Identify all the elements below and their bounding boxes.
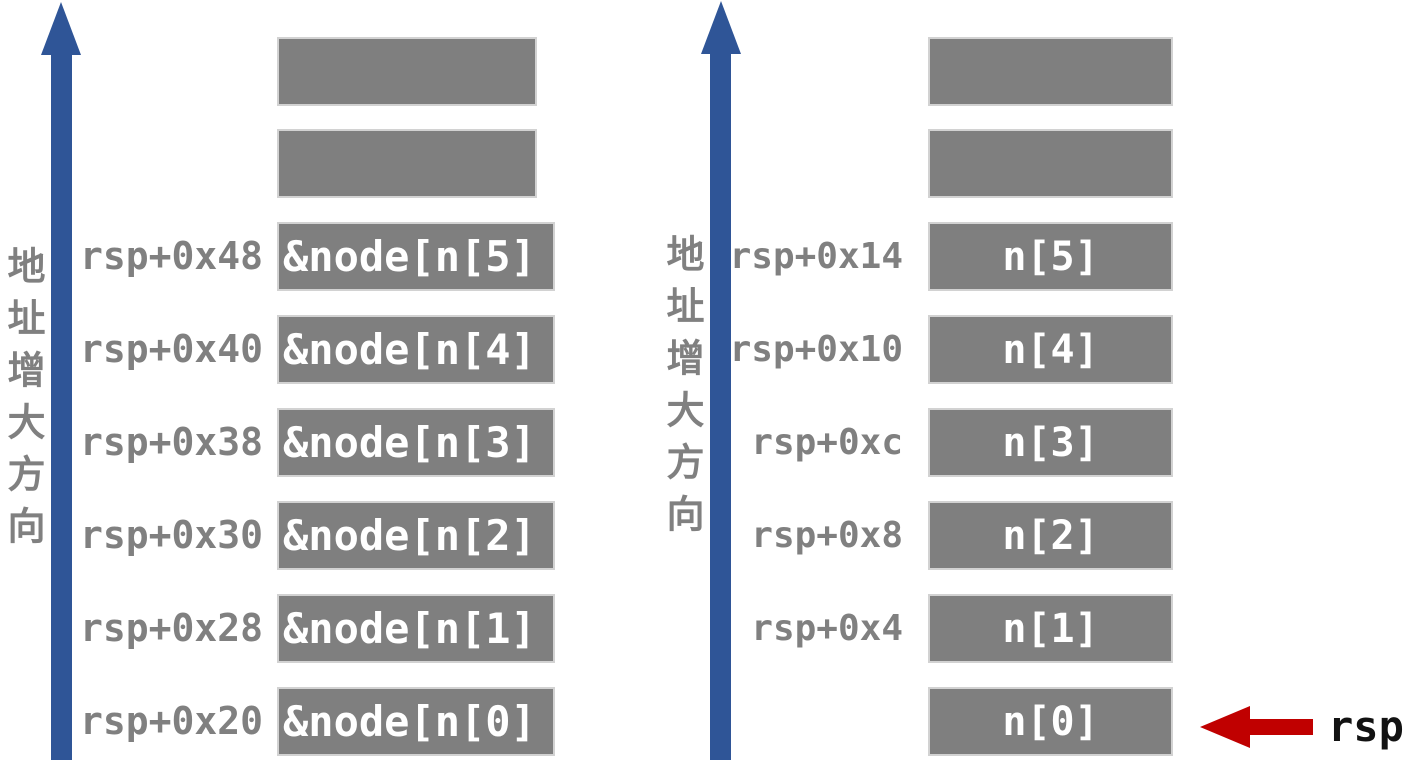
stack-slot: &node[n[3] <box>277 408 555 477</box>
slot-value: n[1] <box>1002 605 1099 652</box>
slot-value: &node[n[0] <box>283 697 536 746</box>
slot-value: &node[n[3] <box>283 418 536 467</box>
slot-value: n[3] <box>1002 419 1099 466</box>
address-growth-axis-label-right: 地址增大方向 <box>660 234 704 546</box>
stack-slot <box>277 129 537 198</box>
address-label: rsp+0x30 <box>79 513 263 557</box>
stack-slot: n[1] <box>928 594 1173 663</box>
stack-slot: n[4] <box>928 315 1173 384</box>
rsp-register-label: rsp <box>1328 702 1404 751</box>
address-label: rsp+0x40 <box>79 327 263 371</box>
address-label: rsp+0x28 <box>79 606 263 650</box>
address-label: rsp+0x8 <box>751 515 903 556</box>
slot-value: &node[n[5] <box>283 232 536 281</box>
stack-slot: n[5] <box>928 222 1173 291</box>
address-label: rsp+0x20 <box>79 699 263 743</box>
arrow-shaft <box>51 45 72 760</box>
arrow-shaft <box>710 44 731 760</box>
slot-value: &node[n[2] <box>283 511 536 560</box>
stack-slot: n[3] <box>928 408 1173 477</box>
stack-slot: &node[n[1] <box>277 594 555 663</box>
stack-slot: &node[n[0] <box>277 687 555 756</box>
slot-value: &node[n[4] <box>283 325 536 374</box>
stack-slot: &node[n[4] <box>277 315 555 384</box>
stack-slot <box>928 129 1173 198</box>
stack-slot <box>928 37 1173 106</box>
stack-slot: &node[n[5] <box>277 222 555 291</box>
address-label: rsp+0x14 <box>729 236 903 277</box>
address-label: rsp+0xc <box>751 422 903 463</box>
slot-value: n[5] <box>1002 233 1099 280</box>
slot-value: n[4] <box>1002 326 1099 373</box>
slot-value: &node[n[1] <box>283 604 536 653</box>
stack-slot: n[2] <box>928 501 1173 570</box>
stack-slot: n[0] <box>928 687 1173 756</box>
slot-value: n[2] <box>1002 512 1099 559</box>
address-label: rsp+0x48 <box>79 234 263 278</box>
address-label: rsp+0x10 <box>729 329 903 370</box>
slot-value: n[0] <box>1002 698 1099 745</box>
stack-slot: &node[n[2] <box>277 501 555 570</box>
address-growth-axis-label-left: 地址增大方向 <box>1 246 45 558</box>
address-label: rsp+0x38 <box>79 420 263 464</box>
arrow-shaft <box>1249 719 1313 735</box>
stack-slot <box>277 37 537 106</box>
address-label: rsp+0x4 <box>751 608 903 649</box>
arrow-head <box>1200 706 1250 748</box>
